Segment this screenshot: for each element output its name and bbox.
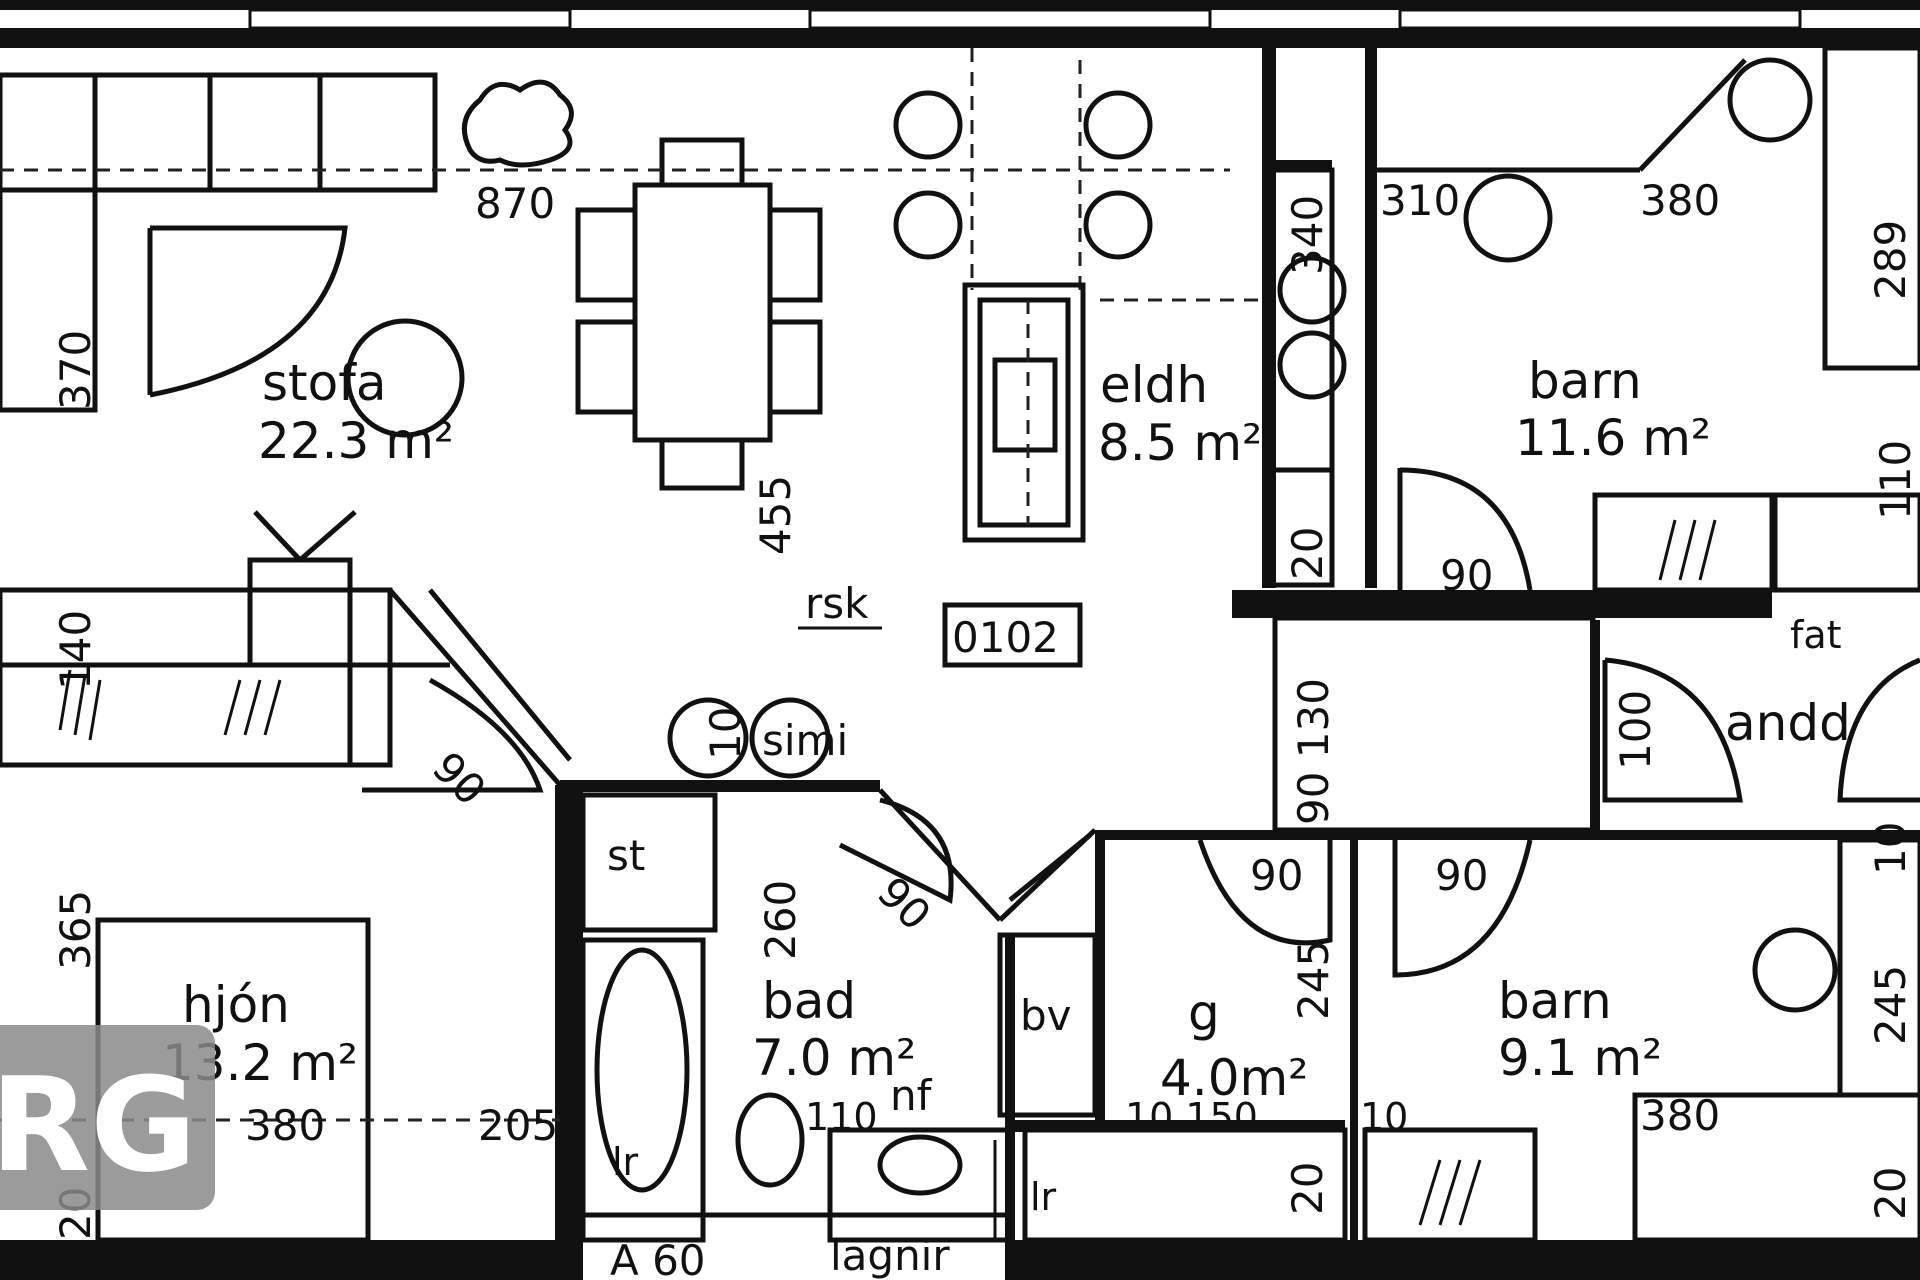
- storage-label: st: [607, 831, 645, 880]
- grid-dashes: [0, 168, 1260, 1122]
- dim-380-hjon: 380: [245, 1101, 325, 1150]
- lagnir-label: lagnir: [830, 1231, 950, 1280]
- watermark-logo: RG: [0, 1025, 215, 1210]
- diagonal-walls: [388, 588, 1097, 922]
- room-area-barn-top: 11.6 m²: [1515, 409, 1711, 467]
- dim-90-bad: 90: [868, 867, 940, 939]
- dim-365: 365: [51, 890, 100, 970]
- room-area-bad: 7.0 m²: [752, 1029, 916, 1087]
- room-label-hjon: hjón: [182, 976, 290, 1034]
- dim-260: 260: [756, 880, 805, 960]
- dim-370: 370: [51, 330, 100, 410]
- room-label-barn-top: barn: [1528, 352, 1642, 410]
- dim-90-stofa: 90: [423, 742, 495, 814]
- dim-100: 100: [1611, 690, 1660, 770]
- nf-label: nf: [890, 1071, 933, 1120]
- dim-10-150: 10 150: [1125, 1095, 1258, 1139]
- room-label-barn-bottom: barn: [1498, 972, 1612, 1030]
- dim-90-barn2: 90: [1435, 851, 1488, 900]
- lr-label-bath: lr: [612, 1140, 639, 1184]
- room-label-andd: andd: [1725, 694, 1851, 752]
- room-label-eldh: eldh: [1100, 356, 1208, 414]
- dim-340: 340: [1283, 195, 1332, 275]
- stofa-cabinets: [0, 72, 450, 768]
- plant-icon: [461, 79, 574, 168]
- dim-20-bot: 20: [1283, 1162, 1332, 1215]
- room-label-g: g: [1188, 984, 1220, 1042]
- dim-10-simi: 10: [701, 707, 750, 760]
- room-id: 0102: [952, 613, 1059, 662]
- rsk-label: rsk: [805, 579, 869, 628]
- dim-10-barn: 10: [1360, 1095, 1408, 1139]
- top-window-marks: [248, 8, 1802, 30]
- dim-110-right: 110: [1871, 440, 1920, 520]
- room-label-stofa: stofa: [262, 354, 387, 412]
- corridor: [1272, 615, 1596, 833]
- dim-140: 140: [51, 610, 100, 690]
- door-swings: [362, 467, 1920, 978]
- room-area-eldh: 8.5 m²: [1098, 414, 1262, 472]
- dim-245-r: 245: [1866, 965, 1915, 1045]
- dim-205: 205: [478, 1101, 558, 1150]
- lr-label-g: lr: [1030, 1175, 1057, 1219]
- room-area-barn-bottom: 9.1 m²: [1498, 1029, 1662, 1087]
- dim-90-g: 90: [1250, 851, 1303, 900]
- bidet-label: bv: [1020, 991, 1072, 1040]
- dining-table: [575, 137, 823, 491]
- kitchen-sink-icon: [962, 282, 1086, 543]
- watermark-text: RG: [0, 1049, 197, 1201]
- phone-label: simi: [762, 716, 848, 765]
- bathroom-fixtures: [580, 792, 1098, 1243]
- dim-90-barn: 90: [1440, 551, 1493, 600]
- dim-289: 289: [1866, 220, 1915, 300]
- room-labels: stofa 22.3 m² eldh 8.5 m² barn 11.6 m² h…: [162, 352, 1851, 1107]
- phone-icon: [667, 697, 831, 779]
- dim-20-r: 20: [1866, 1167, 1915, 1220]
- dim-10-right: 10: [1866, 822, 1915, 875]
- fat-label: fat: [1790, 613, 1842, 657]
- room-area-stofa: 22.3 m²: [258, 412, 454, 470]
- dim-380-top: 380: [1640, 176, 1720, 225]
- dim-870: 870: [475, 179, 555, 228]
- a60-label: A 60: [610, 1236, 706, 1280]
- dim-455: 455: [751, 475, 800, 555]
- barn-top-furniture: [1375, 45, 1920, 593]
- room-label-bad: bad: [762, 972, 856, 1030]
- dim-245-g: 245: [1289, 940, 1338, 1020]
- dim-20-mid: 20: [1283, 527, 1332, 580]
- dim-380-bot: 380: [1640, 1091, 1720, 1140]
- room-area-g: 4.0m²: [1160, 1049, 1308, 1107]
- dim-110-bad: 110: [805, 1095, 878, 1139]
- dim-90-130: 90 130: [1289, 678, 1338, 825]
- code-labels: 0102 rsk simi st bv nf lagnir A 60 fat l…: [607, 579, 1842, 1280]
- door-swing-stofa: [147, 225, 465, 438]
- stove-icon: [893, 48, 1153, 290]
- dim-310-top: 310: [1380, 176, 1460, 225]
- room-id-box: [942, 602, 1083, 668]
- closets-bottom: [1022, 837, 1920, 1243]
- storage-column: [1269, 167, 1347, 588]
